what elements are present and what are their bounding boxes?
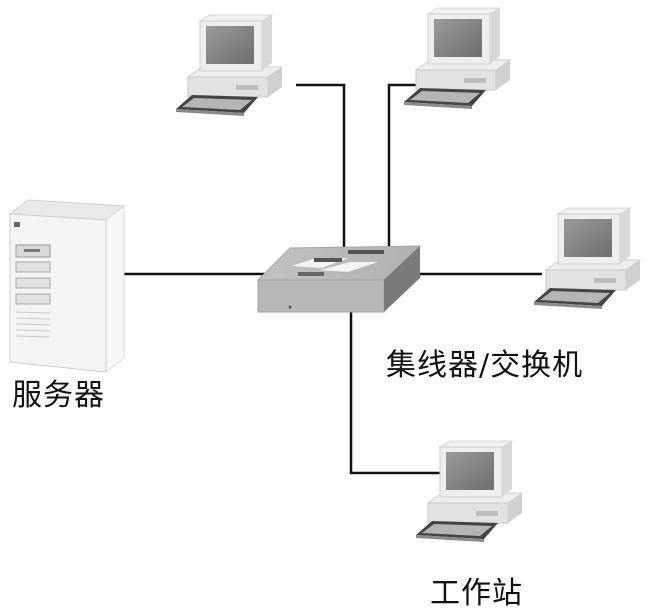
workstation-icon-top-left bbox=[175, 14, 283, 117]
workstation-icon-top-right bbox=[403, 7, 511, 110]
server-label: 服务器 bbox=[12, 378, 105, 413]
link-pc-top-right bbox=[387, 83, 440, 252]
hub-switch-icon bbox=[256, 245, 422, 313]
link-pc-top-left bbox=[296, 83, 346, 252]
workstation-label: 工作站 bbox=[430, 576, 523, 611]
workstation-icon-bottom bbox=[415, 440, 523, 543]
workstation-icon-right bbox=[533, 207, 641, 310]
link-pc-bottom bbox=[349, 310, 457, 475]
server-icon bbox=[8, 199, 126, 374]
hub-switch-label: 集线器/交换机 bbox=[386, 348, 584, 383]
